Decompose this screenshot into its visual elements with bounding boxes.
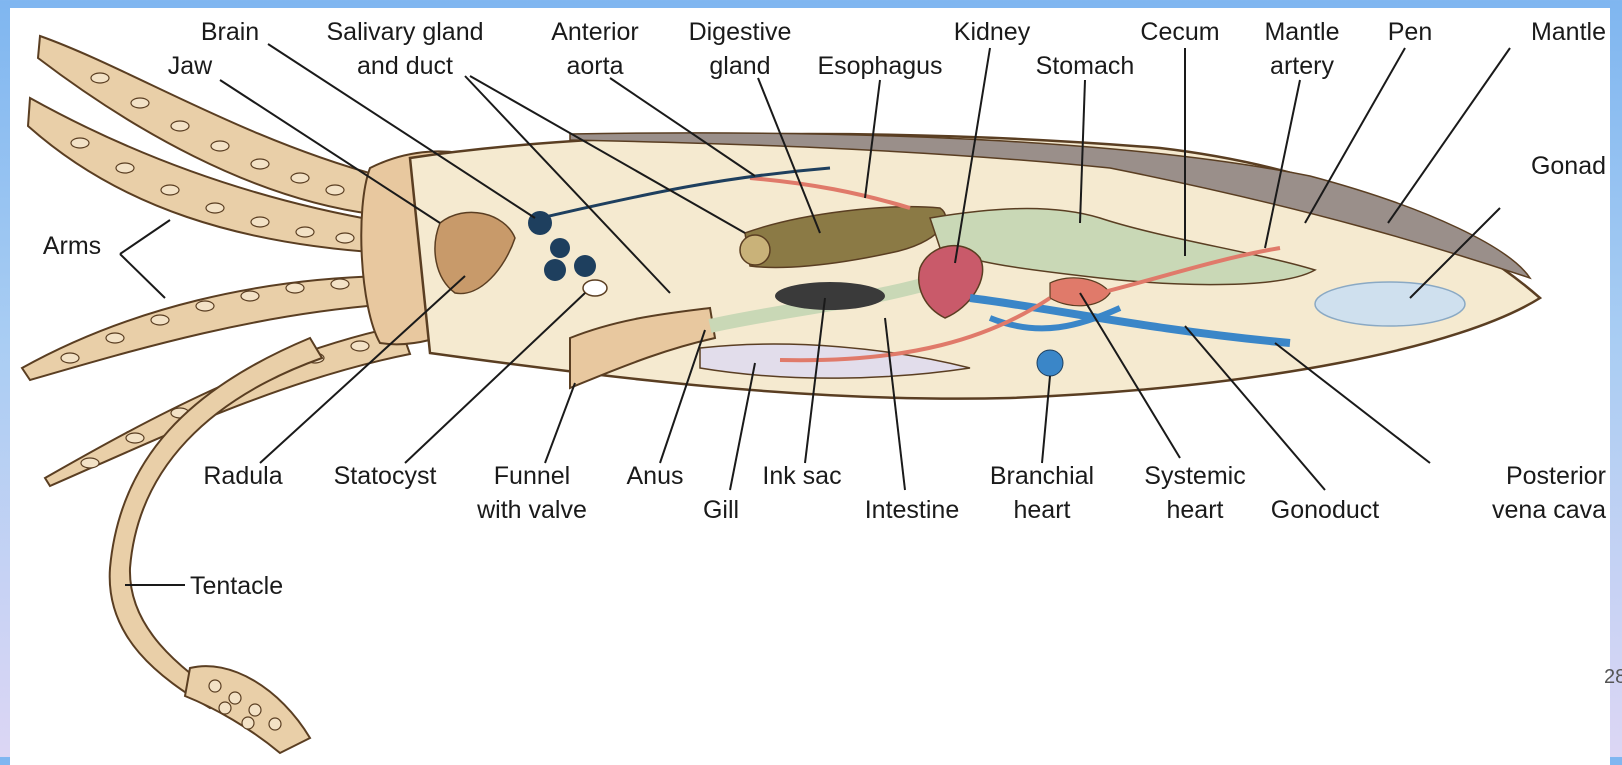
label-mantle-artery-line1: Mantle [1264,18,1339,46]
label-anterior-aorta-line2: aorta [567,52,624,80]
label-intestine: Intestine [865,496,960,524]
label-anterior-aorta-line1: Anterior [551,18,639,46]
label-anus: Anus [627,462,684,490]
label-mantle-artery-line2: artery [1270,52,1334,80]
label-posterior-vena-cava-line1: Posterior [1506,462,1606,490]
label-gonad: Gonad [1531,152,1606,180]
label-esophagus: Esophagus [817,52,942,80]
label-funnel-line1: Funnel [494,462,570,490]
tentacle-stalk [110,338,322,708]
esophagus-bulb [740,235,770,265]
label-jaw: Jaw [168,52,213,80]
label-pen: Pen [1388,18,1432,46]
branchial-heart-shape [1037,350,1063,376]
salivary-gland-shape [544,259,566,281]
label-kidney: Kidney [954,18,1031,46]
arms-illustration [22,36,410,753]
salivary-gland-2 [574,255,596,277]
label-salivary-line1: Salivary gland [326,18,483,46]
label-branchial-heart-line1: Branchial [990,462,1094,490]
ink-sac-shape [775,282,885,310]
label-radula: Radula [203,462,282,490]
label-arms: Arms [43,232,101,260]
page-number: 28 [1604,666,1622,689]
label-brain: Brain [201,18,259,46]
label-ink-sac: Ink sac [762,462,841,490]
label-posterior-vena-cava-line2: vena cava [1492,496,1606,524]
tentacle-club [185,666,310,753]
statocyst-shape [583,280,607,296]
label-systemic-heart-line1: Systemic [1144,462,1245,490]
label-gill: Gill [703,496,739,524]
label-salivary-line2: and duct [357,52,453,80]
label-gonoduct: Gonoduct [1271,496,1379,524]
label-tentacle: Tentacle [190,572,283,600]
label-branchial-heart-line2: heart [1014,496,1071,524]
slide: Brain Jaw Salivary gland and duct Anteri… [10,8,1610,765]
gonad-shape [1315,282,1465,326]
label-systemic-heart-line2: heart [1167,496,1224,524]
label-stomach: Stomach [1036,52,1135,80]
label-statocyst: Statocyst [334,462,437,490]
label-digestive-gland-line2: gland [709,52,770,80]
brain-lobe-2 [550,238,570,258]
label-mantle: Mantle [1531,18,1606,46]
label-digestive-gland-line1: Digestive [689,18,792,46]
squid-anatomy-diagram: Brain Jaw Salivary gland and duct Anteri… [10,8,1610,765]
label-funnel-line2: with valve [476,496,587,524]
label-cecum: Cecum [1140,18,1219,46]
